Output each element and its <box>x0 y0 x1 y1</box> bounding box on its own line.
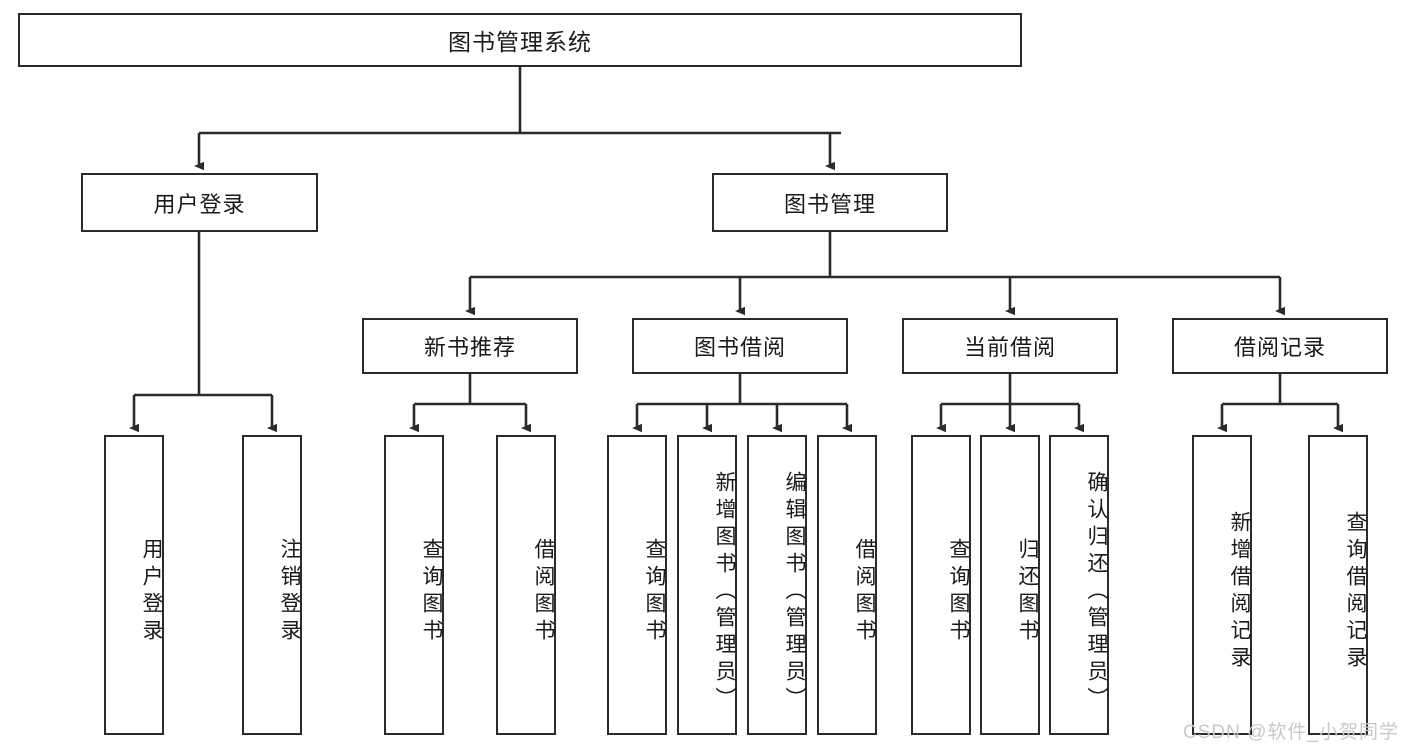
node-label: 图书管理系统 <box>448 29 592 55</box>
node-label: 新增图书（管理员） <box>713 470 736 714</box>
leaf-logout[interactable]: 注销登录 <box>242 435 302 735</box>
node-book-management[interactable]: 图书管理 <box>712 173 948 232</box>
leaf-nb-borrow-book[interactable]: 借阅图书 <box>496 435 556 735</box>
leaf-br-query-record[interactable]: 查询借阅记录 <box>1308 435 1368 735</box>
node-label: 确认归还（管理员） <box>1085 470 1108 714</box>
node-book-borrow[interactable]: 图书借阅 <box>632 318 848 374</box>
node-label: 借阅图书 <box>853 538 876 646</box>
node-new-book-recommend[interactable]: 新书推荐 <box>362 318 578 374</box>
node-label: 图书管理 <box>783 191 876 217</box>
leaf-cb-return-book[interactable]: 归还图书 <box>980 435 1040 735</box>
leaf-br-add-record[interactable]: 新增借阅记录 <box>1192 435 1252 735</box>
node-label: 图书借阅 <box>693 335 786 360</box>
node-user-login[interactable]: 用户登录 <box>81 173 318 232</box>
node-current-borrow[interactable]: 当前借阅 <box>902 318 1118 374</box>
node-label: 新书推荐 <box>423 335 516 360</box>
node-label: 用户登录 <box>140 538 163 646</box>
node-label: 查询图书 <box>420 538 443 646</box>
leaf-nb-query-book[interactable]: 查询图书 <box>384 435 444 735</box>
node-label: 查询图书 <box>947 538 970 646</box>
csdn-watermark: CSDN @软件_小贺同学 <box>1183 722 1399 743</box>
node-label: 当前借阅 <box>963 335 1056 360</box>
node-label: 新增借阅记录 <box>1228 511 1251 673</box>
node-root-system[interactable]: 图书管理系统 <box>18 13 1022 67</box>
node-label: 编辑图书（管理员） <box>783 470 806 714</box>
leaf-bb-edit-book-admin[interactable]: 编辑图书（管理员） <box>747 435 807 735</box>
leaf-user-login[interactable]: 用户登录 <box>104 435 164 735</box>
node-label: 查询借阅记录 <box>1344 511 1367 673</box>
node-label: 注销登录 <box>278 538 301 646</box>
leaf-bb-query-book[interactable]: 查询图书 <box>607 435 667 735</box>
node-label: 用户登录 <box>153 191 246 217</box>
leaf-bb-borrow-book[interactable]: 借阅图书 <box>817 435 877 735</box>
leaf-cb-query-book[interactable]: 查询图书 <box>911 435 971 735</box>
node-label: 归还图书 <box>1016 538 1039 646</box>
node-label: 查询图书 <box>643 538 666 646</box>
node-label: 借阅记录 <box>1233 335 1326 360</box>
node-label: 借阅图书 <box>532 538 555 646</box>
node-borrow-records[interactable]: 借阅记录 <box>1172 318 1388 374</box>
leaf-bb-add-book-admin[interactable]: 新增图书（管理员） <box>677 435 737 735</box>
leaf-cb-confirm-return-admin[interactable]: 确认归还（管理员） <box>1049 435 1109 735</box>
